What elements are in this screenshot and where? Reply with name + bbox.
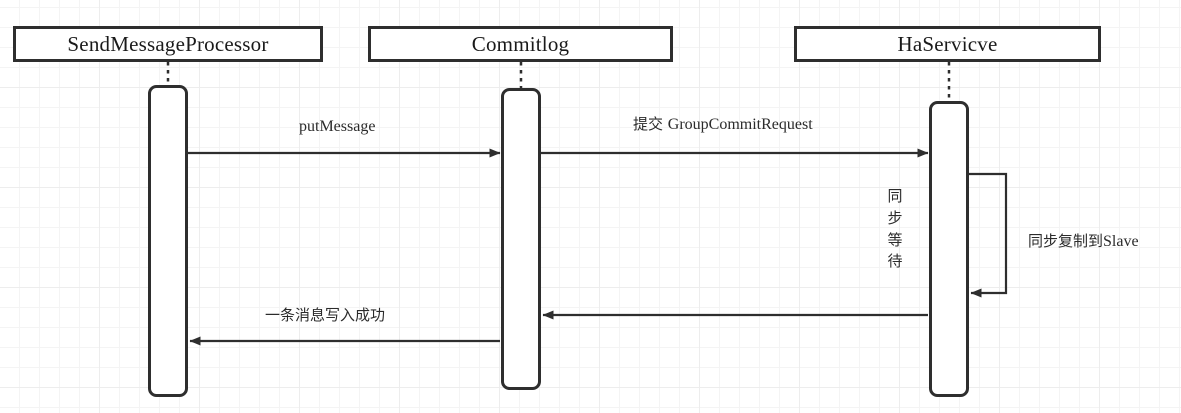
message-label-submit-prefix: 提交 [633, 115, 668, 133]
lifeline-header-send-message-processor[interactable]: SendMessageProcessor [13, 26, 323, 62]
message-arrow-sync-replicate-to-slave [969, 172, 1008, 298]
message-label-write-success-text: 一条消息写入成功 [265, 306, 386, 324]
lifeline-header-haservicve[interactable]: HaServicve [794, 26, 1101, 62]
lifeline-label-commitlog: Commitlog [471, 31, 570, 56]
lifeline-header-commitlog[interactable]: Commitlog [368, 26, 673, 62]
activation-bar-send-message-processor [148, 85, 188, 397]
message-label-put-message: putMessage [299, 118, 375, 136]
message-label-sync-replicate-suffix: Slave [1103, 233, 1139, 250]
activation-bar-haservicve [929, 101, 969, 397]
lifeline-label-haservicve: HaServicve [897, 31, 998, 56]
message-label-sync-replicate-to-slave: 同步复制到Slave [1028, 232, 1139, 251]
activation-bar-commitlog [501, 88, 541, 390]
annotation-sync-wait-text: 同步等待 [887, 187, 903, 271]
annotation-sync-wait: 同步等待 [886, 186, 904, 273]
message-label-submit-suffix: GroupCommitRequest [667, 116, 813, 133]
message-label-sync-replicate-prefix: 同步复制到 [1028, 232, 1104, 250]
lifeline-label-send-message-processor: SendMessageProcessor [67, 31, 269, 56]
message-label-put-message-text: putMessage [299, 118, 376, 135]
message-label-write-success: 一条消息写入成功 [265, 306, 386, 324]
message-label-submit-group-commit-request: 提交 GroupCommitRequest [633, 115, 813, 134]
